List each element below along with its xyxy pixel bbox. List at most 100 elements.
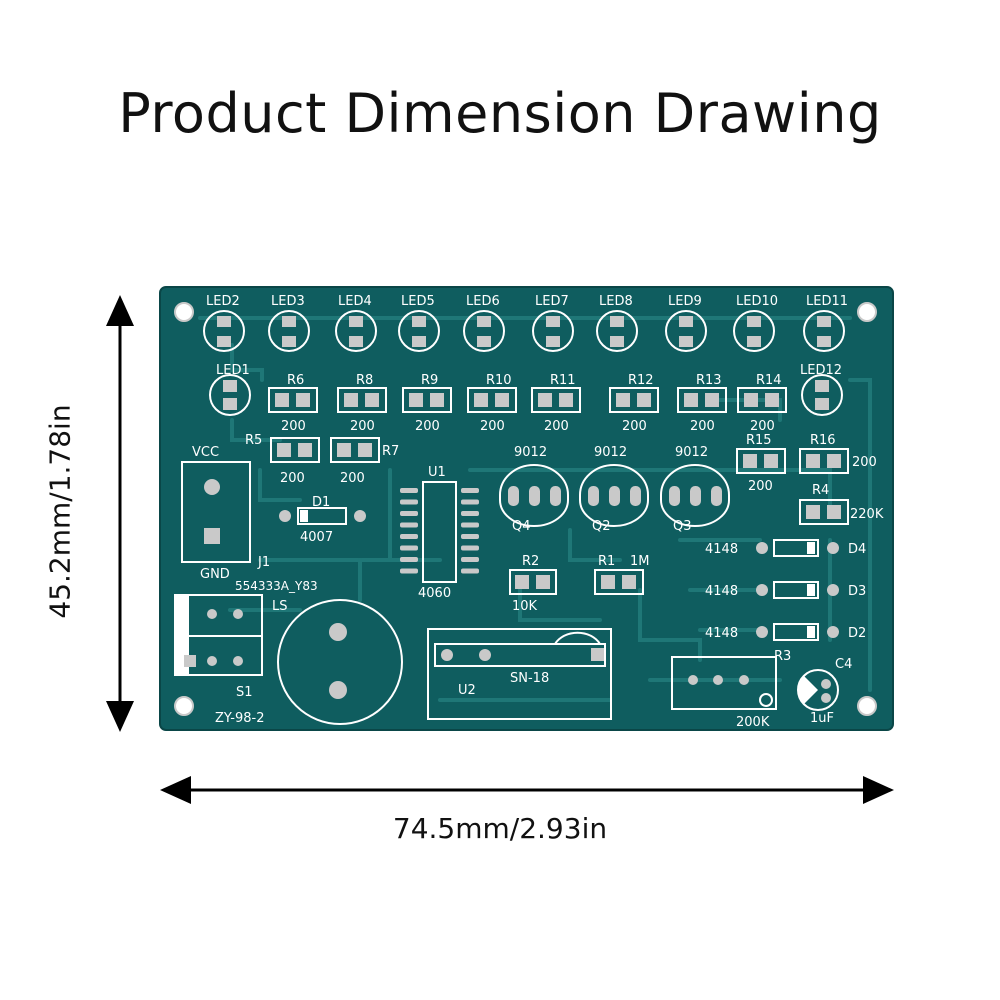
page-title: Product Dimension Drawing — [118, 82, 882, 145]
led12: LED12 — [800, 363, 843, 416]
r2-value: 10K — [512, 599, 538, 614]
resistor-r12: R12 200 — [609, 373, 659, 434]
led-label: LED2 — [206, 294, 240, 309]
led-row: LED2 LED3 LED4 LED5 LED6 LED7 LED8 LED9 LED10 LED… — [203, 294, 848, 352]
led-led6: LED6 — [463, 294, 505, 352]
r4-ref: R4 — [812, 483, 829, 498]
potentiometer-r3: R3 200K — [671, 649, 791, 730]
r16-value: 200 — [852, 455, 877, 470]
diode-ref: D3 — [848, 584, 866, 599]
resistor-ref: R11 — [550, 373, 576, 388]
power-connector: VCC GND J1 554333A_Y83 — [181, 445, 318, 593]
resistor-r15: R15 200 — [736, 433, 786, 494]
led-label: LED10 — [736, 294, 778, 309]
resistor-ref: R13 — [696, 373, 722, 388]
resistor-value: 200 — [281, 419, 306, 434]
led-led2: LED2 — [203, 294, 245, 352]
led-led7: LED7 — [532, 294, 574, 352]
led-led3: LED3 — [268, 294, 310, 352]
resistor-value: 200 — [750, 419, 775, 434]
resistor-r7: R7 200 — [330, 437, 399, 486]
ls-label: LS — [272, 599, 288, 614]
resistor-ref: R14 — [756, 373, 782, 388]
board-name-label: ZY-98-2 — [215, 711, 265, 726]
c4-ref: C4 — [835, 657, 852, 672]
resistor-row: R6200R8200R9200R10200R11200R12200R13200R… — [268, 373, 787, 434]
r1-value: 1M — [630, 554, 650, 569]
r15-value: 200 — [748, 479, 773, 494]
resistor-r13: R13 200 — [677, 373, 727, 434]
u2-ref: U2 — [458, 683, 476, 698]
capacitor-c4: C4 1uF — [797, 657, 852, 726]
resistor-r5: R5 200 — [245, 433, 320, 486]
vcc-label: VCC — [192, 445, 219, 460]
resistor-value: 200 — [622, 419, 647, 434]
led-label: LED8 — [599, 294, 633, 309]
resistor-ref: R12 — [628, 373, 654, 388]
led-led8: LED8 — [596, 294, 638, 352]
resistor-ref: R8 — [356, 373, 373, 388]
led-led10: LED10 — [733, 294, 778, 352]
diode-part: 4148 — [705, 626, 738, 641]
width-dimension-label: 74.5mm/2.93in — [392, 812, 608, 845]
r5-ref: R5 — [245, 433, 262, 448]
r5-value: 200 — [280, 471, 305, 486]
j1-part-label: 554333A_Y83 — [235, 579, 318, 593]
u1-part: 4060 — [418, 586, 451, 601]
speaker-ls — [277, 599, 403, 725]
u1-ref: U1 — [428, 465, 446, 480]
u2-part: SN-18 — [510, 671, 549, 686]
led12-label: LED12 — [800, 363, 842, 378]
resistor-ref: R10 — [486, 373, 512, 388]
resistor-value: 200 — [415, 419, 440, 434]
r7-ref: R7 — [382, 444, 399, 459]
transistor-type: 9012 — [675, 445, 708, 460]
led-led5: LED5 — [398, 294, 440, 352]
d1-ref: D1 — [312, 495, 330, 510]
transistor-ref: Q4 — [512, 519, 531, 534]
led-label: LED3 — [271, 294, 305, 309]
led-led4: LED4 — [335, 294, 377, 352]
switch-s1: LS S1 ZY-98-2 — [174, 594, 288, 726]
resistor-r1: R1 1M — [594, 554, 650, 595]
led-label: LED7 — [535, 294, 569, 309]
r3-ref: R3 — [774, 649, 791, 664]
height-arrow — [106, 295, 134, 732]
led-label: LED5 — [401, 294, 435, 309]
resistor-ref: R9 — [421, 373, 438, 388]
resistor-value: 200 — [690, 419, 715, 434]
led-led11: LED11 — [803, 294, 848, 352]
resistor-value: 200 — [480, 419, 505, 434]
resistor-r2: R2 10K — [509, 554, 557, 614]
transistor-type: 9012 — [514, 445, 547, 460]
width-arrow — [160, 776, 894, 804]
resistor-r16: R16 200 — [799, 433, 877, 474]
j1-label: J1 — [257, 555, 270, 570]
r16-ref: R16 — [810, 433, 836, 448]
led1: LED1 — [209, 363, 251, 416]
transistor-ref: Q3 — [673, 519, 692, 534]
diode-ref: D4 — [848, 542, 866, 557]
resistor-r9: R9 200 — [402, 373, 452, 434]
mounting-holes — [174, 302, 877, 716]
r15-ref: R15 — [746, 433, 772, 448]
diode-ref: D2 — [848, 626, 866, 641]
ic-u1: U1 4060 — [400, 465, 479, 601]
transistor-type: 9012 — [594, 445, 627, 460]
led-label: LED11 — [806, 294, 848, 309]
led-led9: LED9 — [665, 294, 707, 352]
diode-part: 4148 — [705, 584, 738, 599]
led-label: LED6 — [466, 294, 500, 309]
diode-d3: 4148 D3 — [705, 581, 866, 599]
r4-value: 220K — [850, 507, 884, 522]
